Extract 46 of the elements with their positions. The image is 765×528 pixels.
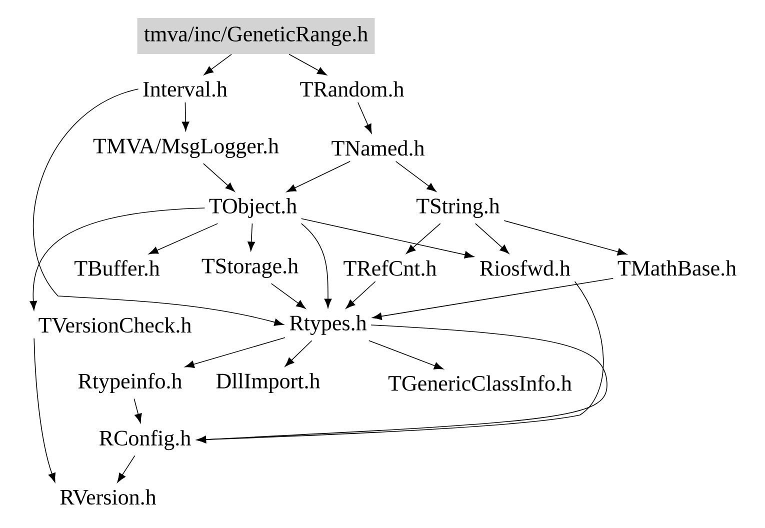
arrow — [148, 223, 218, 254]
arrow — [284, 340, 312, 367]
arrow — [358, 102, 372, 134]
arrow — [346, 281, 376, 309]
arrow — [286, 160, 351, 192]
file-label: Interval.h — [143, 81, 228, 97]
file-label: TBuffer.h — [74, 260, 160, 276]
arrow — [134, 398, 142, 424]
arrow — [368, 340, 444, 370]
arrow — [117, 455, 136, 483]
arrow — [248, 223, 255, 252]
arrow — [395, 160, 436, 192]
file-label: TNamed.h — [332, 140, 424, 156]
arrow — [33, 88, 284, 326]
arrow — [182, 102, 190, 132]
arrow — [204, 54, 232, 76]
file-label: DllImport.h — [216, 373, 320, 393]
arrow — [34, 338, 56, 482]
arrow — [30, 208, 206, 310]
file-label: TMathBase.h — [618, 260, 736, 276]
file-label: Rtypes.h — [290, 315, 367, 335]
arrow — [406, 223, 441, 254]
arrow — [270, 283, 306, 309]
arrow — [203, 163, 235, 192]
file-label: TStorage.h — [202, 258, 298, 278]
file-label: TMVA/MsgLogger.h — [93, 138, 279, 158]
arrow — [288, 54, 327, 76]
arrow — [475, 223, 510, 254]
file-label: TGenericClassInfo.h — [388, 375, 572, 391]
file-label: TObject.h — [209, 198, 297, 218]
file-label: RConfig.h — [100, 430, 191, 450]
arrow — [196, 281, 604, 444]
file-label: TVersionCheck.h — [38, 317, 192, 333]
arrow — [372, 278, 614, 320]
arrow — [196, 324, 608, 444]
arrow — [300, 218, 474, 258]
arrow — [300, 223, 332, 308]
file-label: Riosfwd.h — [480, 260, 570, 276]
file-label: RVersion.h — [60, 489, 156, 505]
arrow — [184, 337, 286, 368]
file-label: TString.h — [416, 198, 500, 218]
file-label: TRefCnt.h — [344, 260, 436, 276]
file-box: tmva/inc/GeneticRange.h — [137, 18, 375, 54]
arrow — [504, 220, 627, 256]
file-label: Rtypeinfo.h — [78, 372, 182, 394]
file-label: TRandom.h — [300, 81, 404, 97]
